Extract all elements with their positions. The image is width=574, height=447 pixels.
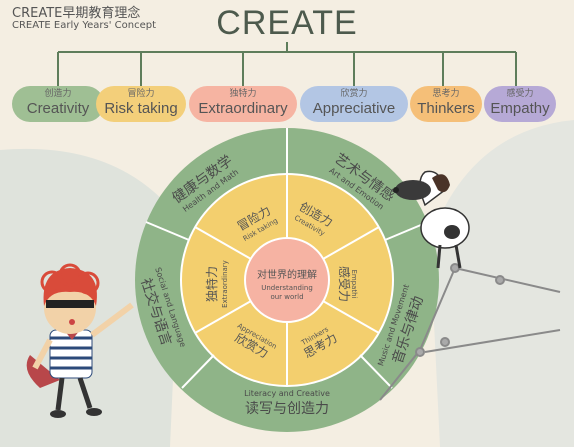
pill-label-cn: 独特力 [229, 89, 257, 99]
inner-label-en: Empathi [350, 269, 358, 298]
pill-label-cn: 创造力 [44, 89, 72, 99]
pill-label-cn: 思考力 [432, 89, 460, 99]
child-illustration [26, 263, 134, 418]
inner-label-cn: 独特力 [204, 266, 219, 302]
pill-label-en: Creativity [26, 100, 90, 117]
center-label-en-2: our world [270, 293, 303, 301]
pill-extraordinary: 独特力 Extraordinary [189, 86, 297, 122]
pill-label-en: Thinkers [417, 100, 475, 117]
pill-label-en: Extraordinary [198, 100, 288, 117]
header-title-en: CREATE Early Years' Concept [12, 20, 157, 31]
rope-illustration [379, 263, 561, 401]
pill-label-en: Empathy [490, 100, 550, 117]
center-label-en-1: Understanding [261, 284, 313, 292]
pill-empathy: 感受力 Empathy [484, 86, 556, 122]
inner-label-cn: 感受力 [337, 266, 352, 302]
pill-label-en: Appreciative [312, 100, 396, 117]
pill-risk-taking: 冒险力 Risk taking [96, 86, 186, 122]
create-main-title: CREATE [216, 4, 358, 42]
pill-label-cn: 感受力 [506, 89, 534, 99]
pill-label-cn: 冒险力 [127, 89, 155, 99]
pill-appreciative: 欣赏力 Appreciative [300, 86, 408, 122]
header-title-cn: CREATE早期教育理念 [12, 6, 141, 21]
inner-label-en: Extraordinary [221, 260, 229, 308]
pill-creativity: 创造力 Creativity [12, 86, 104, 122]
center-label-cn: 对世界的理解 [257, 268, 317, 281]
connector-lines [57, 42, 517, 86]
dog-illustration [393, 170, 470, 269]
pill-label-cn: 欣赏力 [340, 89, 368, 99]
outer-label-cn: 读写与创造力 [245, 400, 329, 417]
outer-label-en: Literacy and Creative [244, 389, 330, 398]
pill-label-en: Risk taking [104, 100, 178, 117]
pill-thinkers: 思考力 Thinkers [410, 86, 482, 122]
wheel: 对世界的理解 Understanding our world 创造力 Creat… [135, 128, 439, 432]
